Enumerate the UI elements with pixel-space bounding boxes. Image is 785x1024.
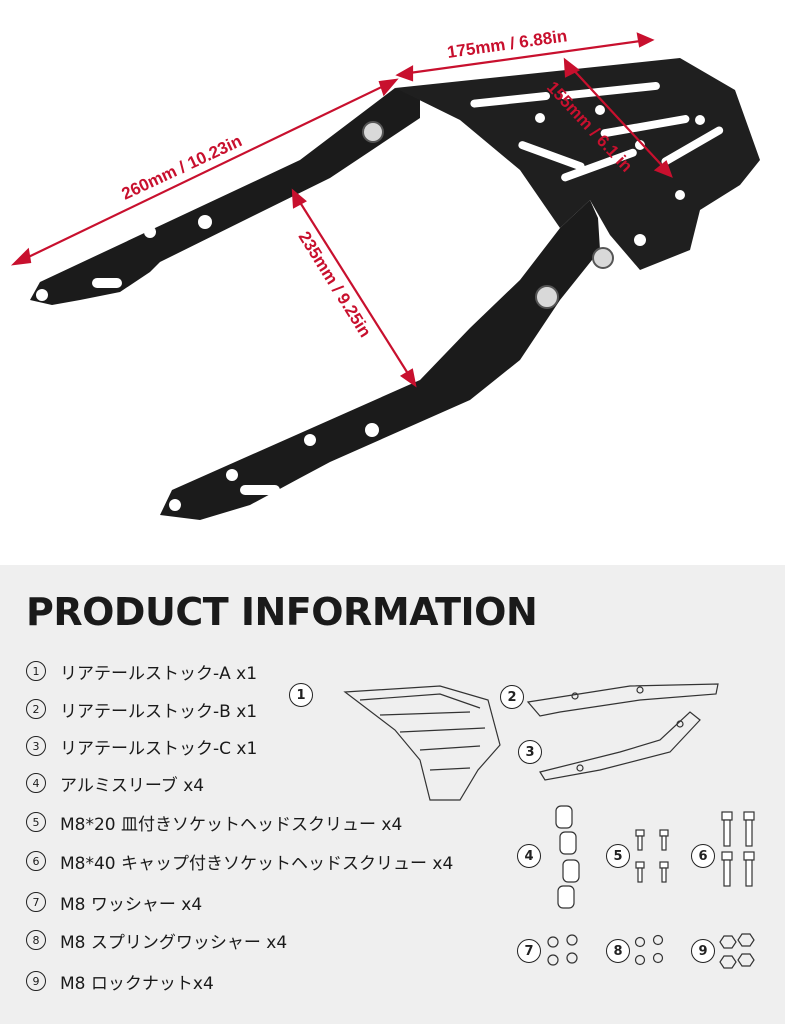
item-label: M8*40 キャップ付きソケットヘッドスクリュー x4 bbox=[60, 853, 454, 874]
list-item: 5 M8*20 皿付きソケットヘッドスクリュー x4 bbox=[26, 810, 403, 835]
list-item: 9 M8 ロックナットx4 bbox=[26, 969, 214, 994]
part-marker: 9 bbox=[691, 939, 715, 963]
product-photo-area: 260mm / 10.23in 175mm / 6.88in 155mm / 6… bbox=[10, 26, 760, 520]
part-marker: 3 bbox=[518, 740, 542, 764]
part-marker: 6 bbox=[691, 844, 715, 868]
item-number: 1 bbox=[26, 661, 46, 681]
item-label: リアテールストック-B x1 bbox=[60, 701, 258, 722]
part-marker: 4 bbox=[517, 844, 541, 868]
item-number: 6 bbox=[26, 851, 46, 871]
item-label: リアテールストック-C x1 bbox=[60, 738, 258, 759]
item-number: 4 bbox=[26, 773, 46, 793]
rack-bolts bbox=[362, 121, 614, 309]
list-item: 7 M8 ワッシャー x4 bbox=[26, 890, 203, 915]
part-marker: 7 bbox=[517, 939, 541, 963]
list-item: 6 M8*40 キャップ付きソケットヘッドスクリュー x4 bbox=[26, 849, 454, 874]
dim-length-label: 260mm / 10.23in bbox=[119, 131, 245, 203]
item-number: 2 bbox=[26, 699, 46, 719]
dimension-lines bbox=[10, 32, 673, 388]
item-number: 9 bbox=[26, 971, 46, 991]
item-number: 7 bbox=[26, 892, 46, 912]
part-marker: 2 bbox=[500, 685, 524, 709]
item-label: アルミスリーブ x4 bbox=[60, 775, 205, 796]
page-title: PRODUCT INFORMATION bbox=[26, 590, 538, 634]
rack-left-arm bbox=[30, 88, 420, 305]
list-item: 2 リアテールストック-B x1 bbox=[26, 697, 258, 722]
rack-right-arm bbox=[160, 200, 600, 520]
part-marker: 1 bbox=[289, 683, 313, 707]
item-number: 8 bbox=[26, 930, 46, 950]
item-label: M8 スプリングワッシャー x4 bbox=[60, 932, 288, 953]
part-marker: 5 bbox=[606, 844, 630, 868]
list-item: 1 リアテールストック-A x1 bbox=[26, 659, 258, 684]
dim-inner-width-label: 235mm / 9.25in bbox=[295, 228, 375, 341]
item-number: 3 bbox=[26, 736, 46, 756]
rack-plate-slots bbox=[470, 81, 724, 246]
item-number: 5 bbox=[26, 812, 46, 832]
item-label: リアテールストック-A x1 bbox=[60, 663, 258, 684]
item-label: M8*20 皿付きソケットヘッドスクリュー x4 bbox=[60, 814, 403, 835]
rack-arm-holes bbox=[36, 215, 379, 511]
part-marker: 8 bbox=[606, 939, 630, 963]
rear-rack-illustration: 260mm / 10.23in 175mm / 6.88in 155mm / 6… bbox=[10, 26, 760, 520]
dim-top-width-label: 175mm / 6.88in bbox=[446, 26, 568, 62]
list-item: 4 アルミスリーブ x4 bbox=[26, 771, 205, 796]
list-item: 3 リアテールストック-C x1 bbox=[26, 734, 258, 759]
item-label: M8 ロックナットx4 bbox=[60, 973, 214, 994]
item-label: M8 ワッシャー x4 bbox=[60, 894, 203, 915]
list-item: 8 M8 スプリングワッシャー x4 bbox=[26, 928, 288, 953]
